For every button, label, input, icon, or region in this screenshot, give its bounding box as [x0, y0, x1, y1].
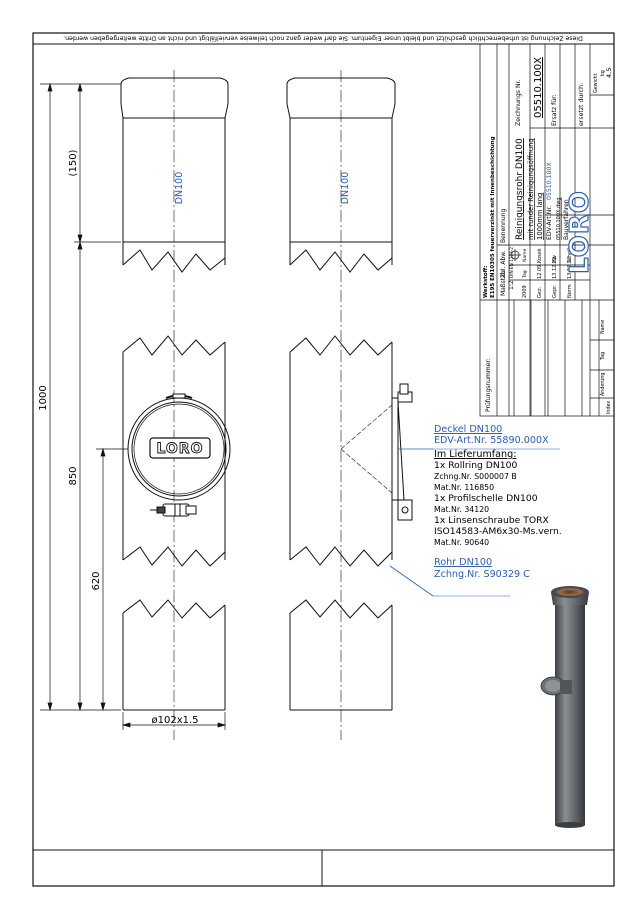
jahr: 2009	[522, 285, 528, 298]
drawing-frame	[32, 43, 615, 851]
rev-aenderung: Änderung	[599, 373, 606, 396]
norm-tag: 13.12.22	[567, 257, 573, 279]
callout-rohr-zchng: Zchng.Nr. S90329 C	[434, 569, 530, 580]
gepr-tag: 13.12.22	[552, 257, 558, 279]
gewicht-label: Gewicht	[593, 73, 599, 93]
norm-name: Scholl	[567, 248, 573, 263]
right-pipe-view	[286, 70, 413, 740]
ersatz-fuer: Ersatz für:	[551, 94, 558, 126]
callout-rohr: Rohr DN100	[434, 557, 492, 568]
massstab-label: Maßstab	[500, 270, 507, 296]
massstab-value: 1:2	[508, 280, 515, 290]
pipe-3d-illustration	[540, 586, 589, 828]
projection-symbol	[509, 249, 521, 261]
gez-label: Gez.	[537, 286, 543, 298]
rev-name: Name	[600, 320, 606, 334]
callout-item: 1x Rollring DN100	[434, 460, 517, 471]
gepr-name: Hw	[552, 255, 558, 263]
cover-logo-text: LORO	[156, 441, 203, 457]
dn-label-left: DN100	[174, 172, 185, 205]
dn-label-right: DN100	[340, 172, 351, 205]
werkstoff-label: Werkstoff:	[483, 266, 489, 298]
callout-item: Zchng.Nr. S000007 B	[434, 472, 517, 481]
tag-label: Tag	[522, 270, 528, 279]
callout-block: Deckel DN100 EDV-Art.Nr. 55890.000X Im L…	[434, 424, 562, 580]
rev-tag: Tag	[600, 352, 606, 361]
dim-620: 620	[91, 571, 102, 590]
zul-abw-value: DIN EN 1123-2	[509, 247, 514, 278]
benennung-2: mit runder Reinigungsöffnung	[527, 138, 535, 240]
title-block-texts: Werkstoff: E195 EN10305 feuerverzinkt mi…	[483, 57, 613, 414]
benennung-3: 1000mm lang	[536, 193, 544, 240]
dimension-lines	[40, 82, 227, 730]
bauverfahren: Bauverfahren	[563, 199, 570, 240]
cover-logo: LORO	[149, 437, 211, 459]
title-block	[479, 43, 615, 417]
title-logo: LORO	[564, 190, 595, 275]
dim-150: (150)	[68, 149, 79, 176]
gewicht-value: 4,5	[605, 68, 613, 78]
title-logo-text: LORO	[565, 190, 595, 274]
callout-item: Mat.Nr. 34120	[434, 505, 489, 514]
callout-item: 1x Profilschelle DN100	[434, 493, 538, 504]
norm-label: Norm	[567, 284, 573, 298]
gez-tag: 12.09.	[537, 263, 543, 279]
callout-item: ISO14583-AM6x30-Ms.vern.	[434, 526, 562, 537]
dateiname: 05510.100X.dwg	[556, 198, 562, 241]
benennung-1: Reinigungsrohr DN100	[515, 138, 525, 240]
callout-item: 1x Linsenschraube TORX	[434, 515, 549, 526]
dim-1000: 1000	[38, 385, 49, 410]
name-label: Name	[522, 248, 528, 262]
callout-item: Mat.Nr. 90640	[434, 538, 489, 547]
left-pipe-view	[120, 70, 231, 740]
ersetzt-durch: ersetzt durch:	[578, 83, 585, 126]
zul-abw-label: Zul. Abw.	[500, 250, 507, 278]
copyright-notice: Diese Zeichnung ist urheberrechtlich ges…	[63, 35, 583, 42]
edv-label: EDV-Art.Nr.	[546, 206, 553, 240]
gez-name: Kosek	[537, 248, 543, 263]
callout-leaders	[389, 448, 560, 597]
callout-lieferumfang: Im Lieferumfang:	[434, 449, 516, 460]
werkstoff-value: E195 EN10305 feuerverzinkt mit Innenbesc…	[490, 136, 496, 298]
rev-index: Index	[606, 401, 612, 414]
callout-edv: EDV-Art.Nr. 55890.000X	[434, 435, 549, 446]
edv-value: 05510.100X	[546, 162, 553, 200]
benennung-label: Benennung	[500, 208, 507, 243]
zeichnungs-nr-label: Zeichnungs Nr.	[515, 79, 522, 126]
gewicht-unit: kg	[600, 70, 606, 76]
dim-diameter: ø102x1.5	[151, 715, 198, 726]
gepr-label: Gepr.	[552, 284, 558, 298]
zeichnungs-nr-value: 05510.100X	[533, 57, 544, 118]
callout-deckel: Deckel DN100	[434, 424, 502, 435]
pruefungsnummer-label: Prüfungsnummer:	[485, 358, 492, 412]
callout-item: Mat.Nr. 116850	[434, 483, 494, 492]
dim-850: 850	[68, 466, 79, 485]
